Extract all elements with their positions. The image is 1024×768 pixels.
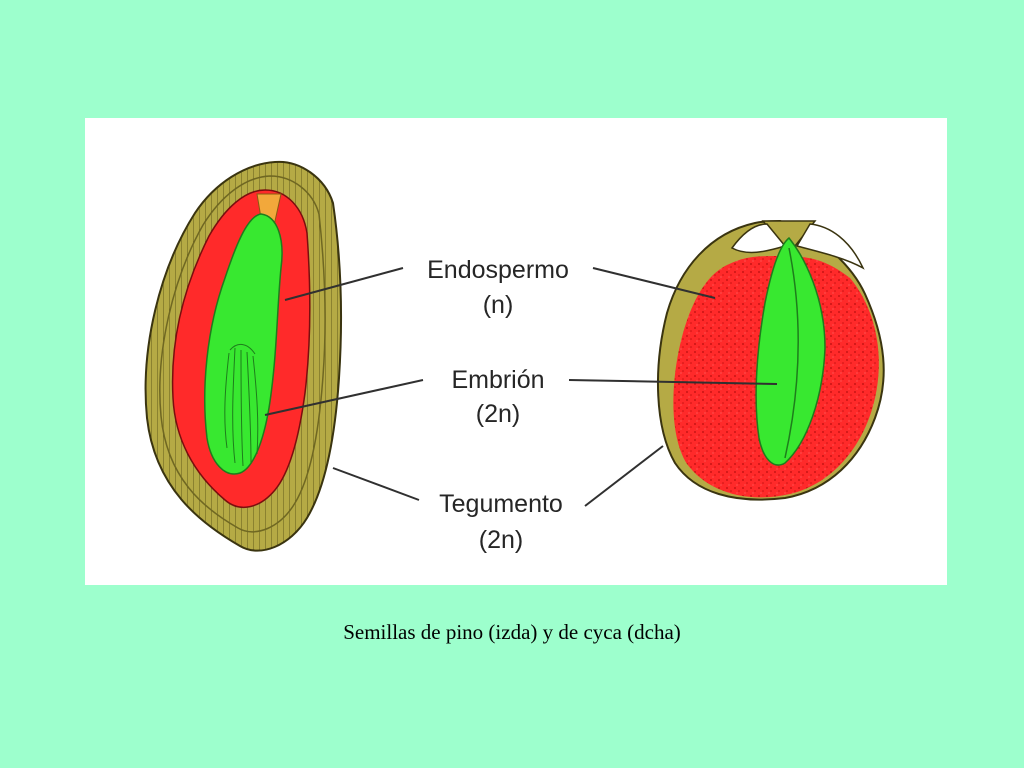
cycad-seed-embryo [755,236,826,466]
label-embryo-ploidy: (2n) [476,400,520,428]
leader-endosperm-left [284,267,404,301]
label-endosperm-ploidy: (n) [483,291,514,319]
label-seed-coat: Tegumento (2n) [439,490,563,554]
label-endosperm-name: Endospermo [427,256,569,284]
figure-caption: Semillas de pino (izda) y de cyca (dcha) [343,620,681,644]
leader-embryo-right [568,379,778,385]
cycad-seed-embryo-midline [784,247,799,459]
label-seed-coat-ploidy: (2n) [479,526,523,554]
pine-seed [144,160,342,552]
label-embryo-name: Embrión [451,366,544,394]
label-embryo: Embrión (2n) [451,366,544,428]
leader-seed-coat-left [332,467,420,501]
pine-seed-coat-inner-line [159,175,326,533]
figure-panel: Endospermo (n) Embrión (2n) Tegumento (2… [85,118,947,585]
leader-embryo-left [264,379,424,416]
cycad-seed-air-chamber-right [795,223,865,270]
leader-endosperm-right [592,267,716,299]
pine-seed-embryo [204,213,283,475]
label-seed-coat-name: Tegumento [439,490,563,518]
seed-diagram: Endospermo (n) Embrión (2n) Tegumento (2… [144,160,885,554]
pine-seed-embryo-veins [224,344,259,467]
leader-lines [264,267,778,507]
cycad-seed [657,219,885,501]
leader-seed-coat-right [584,445,664,507]
cycad-seed-air-chamber-left [730,223,787,254]
label-endosperm: Endospermo (n) [427,256,569,319]
